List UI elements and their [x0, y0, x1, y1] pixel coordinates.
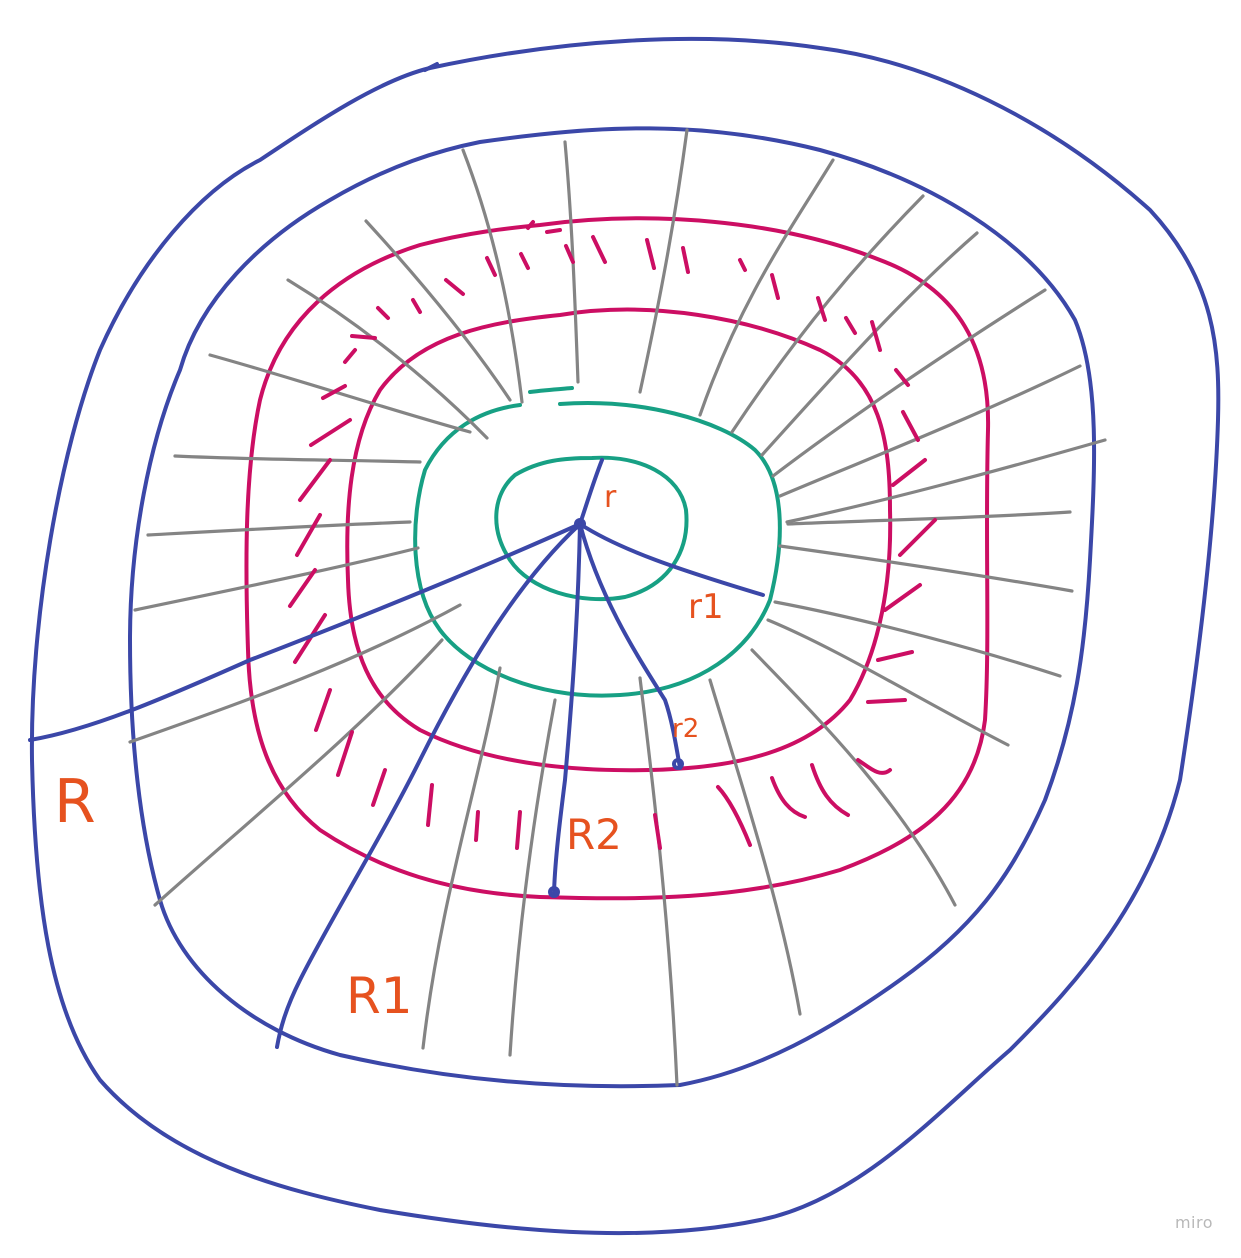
field-lines — [128, 128, 1107, 1087]
radius-R — [28, 522, 582, 742]
teal-circle-r1 — [413, 401, 782, 698]
crimson-boundary-R2 — [244, 216, 991, 901]
label-R2: R2 — [566, 810, 622, 859]
label-r1: r1 — [688, 587, 724, 627]
teal-circle-r — [494, 455, 689, 602]
teal-circle-r1-gap — [528, 386, 574, 394]
crimson-boundary-r2 — [345, 307, 893, 773]
outer-boundary-R — [29, 36, 1221, 1236]
center-point — [574, 518, 586, 530]
label-R1: R1 — [346, 967, 413, 1025]
annulus-ticks — [288, 220, 937, 850]
miro-watermark: miro — [1174, 1213, 1213, 1232]
radius-r1 — [578, 522, 765, 597]
radius-R2 — [552, 522, 582, 895]
endpoint-R2 — [548, 886, 560, 898]
radius-lines — [28, 458, 765, 1049]
inner-boundary-R1 — [128, 126, 1097, 1089]
radius-r2 — [578, 522, 682, 770]
label-r: r — [604, 480, 617, 515]
radius-r — [578, 458, 604, 526]
label-R: R — [54, 767, 96, 837]
label-r2: r2 — [672, 714, 699, 744]
radius-R1 — [275, 522, 582, 1049]
endpoint-r2 — [672, 758, 684, 770]
outer-boundary-nub — [423, 62, 439, 72]
